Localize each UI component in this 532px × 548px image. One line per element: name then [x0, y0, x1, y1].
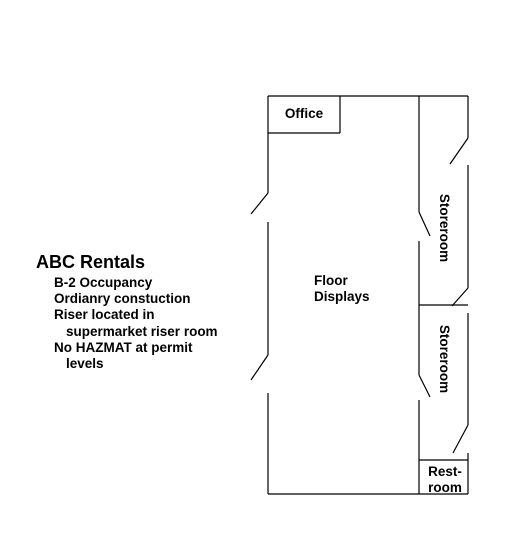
storeroom-walls — [418, 96, 468, 494]
floor-displays-label-line1: Floor — [314, 273, 348, 288]
riser-line: Riser located in — [54, 307, 155, 323]
floor-displays-area: Floor Displays — [314, 273, 370, 304]
occupancy-line: B-2 Occupancy — [54, 275, 153, 290]
outer-walls — [267, 95, 469, 495]
rear-door-swing-2 — [451, 287, 469, 307]
hazmat-line: No HAZMAT at permit — [54, 339, 193, 355]
restroom-label-line2: room — [428, 480, 462, 495]
rear-doors — [449, 137, 469, 454]
door-swing-lower — [250, 354, 269, 381]
restroom-label-line1: Rest- — [428, 464, 462, 479]
building-name: ABC Rentals — [36, 252, 146, 272]
riser-line-continued: supermarket riser room — [66, 323, 218, 339]
office-room: Office — [268, 96, 341, 134]
storeroom-label-lower: Storeroom — [437, 325, 452, 393]
floor-displays-label-line2: Displays — [314, 289, 370, 304]
door-swing-upper — [250, 192, 269, 215]
building-info: ABC Rentals B-2 Occupancy Ordianry const… — [36, 252, 256, 372]
storeroom-door-2 — [418, 374, 431, 398]
rear-door-swing-1 — [449, 137, 469, 165]
storeroom-door-1 — [418, 211, 431, 237]
office-label: Office — [285, 106, 324, 121]
restroom: Rest- room — [419, 459, 468, 495]
storeroom-label-upper: Storeroom — [437, 194, 452, 262]
construction-line: Ordianry constuction — [54, 291, 191, 307]
entrance-doors — [250, 192, 269, 381]
rear-door-swing-3 — [452, 424, 469, 454]
hazmat-line-continued: levels — [66, 356, 104, 372]
building-details: B-2 Occupancy Ordianry constuction Riser… — [36, 275, 256, 372]
